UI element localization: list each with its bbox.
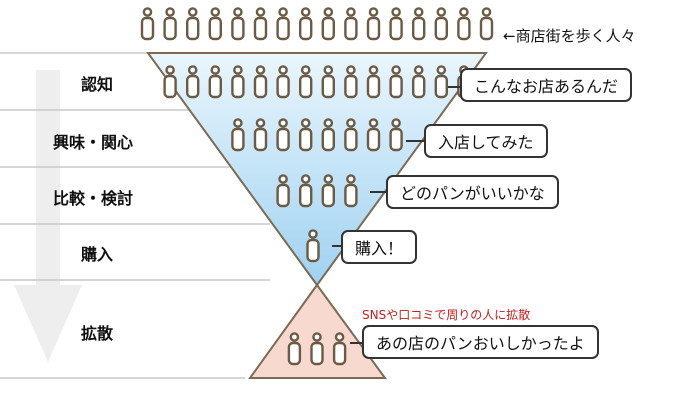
person-icon [310, 332, 324, 366]
person-icon [389, 7, 403, 41]
person-icon [253, 7, 268, 41]
person-icon [185, 65, 200, 99]
person-icon [344, 65, 358, 99]
sns-note: SNSや口コミで周りの人に拡散 [362, 308, 531, 322]
funnel-triangle [146, 52, 488, 287]
person-icon [299, 7, 313, 41]
person-icon [321, 174, 335, 208]
crowd-label: ←商店街を歩く人々 [503, 27, 636, 45]
stage-label-interest: 興味・関心 [53, 133, 134, 152]
stage-label-purchase: 購入 [81, 245, 114, 264]
person-icon [299, 65, 313, 99]
person-icon [412, 65, 426, 99]
person-icon [276, 7, 290, 41]
person-icon [344, 174, 358, 208]
stage-label-consideration: 比較・検討 [53, 189, 134, 208]
person-icon [208, 65, 223, 99]
person-icon [276, 118, 290, 152]
stage-label-awareness: 認知 [81, 75, 114, 94]
person-icon [231, 7, 245, 41]
person-icon [231, 65, 245, 99]
person-icon [321, 7, 335, 41]
spread-triangle [248, 283, 387, 379]
person-icon [332, 332, 347, 366]
bubble-consideration: どのパンがいいかな [386, 175, 559, 209]
person-icon [412, 7, 426, 41]
person-icon [434, 65, 448, 99]
person-icon [389, 118, 403, 152]
bubble-spread: あの店のパンおいしかったよ [362, 325, 599, 359]
person-icon [299, 174, 313, 208]
person-icon [366, 7, 381, 41]
person-icon [344, 118, 358, 152]
bubble-purchase: 購入！ [341, 230, 418, 264]
person-icon [366, 65, 381, 99]
person-icon [434, 7, 448, 41]
person-icon [253, 65, 268, 99]
stage-label-spread: 拡散 [81, 324, 114, 343]
person-icon [253, 118, 268, 152]
bubble-interest: 入店してみた [424, 124, 548, 158]
person-icon [287, 332, 302, 366]
bubble-awareness: こんなお店あるんだ [460, 68, 633, 102]
person-icon [163, 65, 177, 99]
person-icon [163, 7, 177, 41]
person-icon [344, 7, 358, 41]
person-icon [276, 65, 290, 99]
person-icon [208, 7, 223, 41]
flow-arrow [14, 70, 82, 362]
person-icon [479, 7, 494, 41]
person-icon [321, 65, 335, 99]
person-icon [231, 118, 245, 152]
person-icon [321, 118, 335, 152]
person-icon [276, 174, 290, 208]
person-icon [306, 229, 320, 263]
person-icon [366, 118, 381, 152]
person-icon [389, 65, 403, 99]
person-icon [140, 7, 155, 41]
person-icon [185, 7, 200, 41]
person-icon [299, 118, 313, 152]
person-icon [457, 7, 471, 41]
